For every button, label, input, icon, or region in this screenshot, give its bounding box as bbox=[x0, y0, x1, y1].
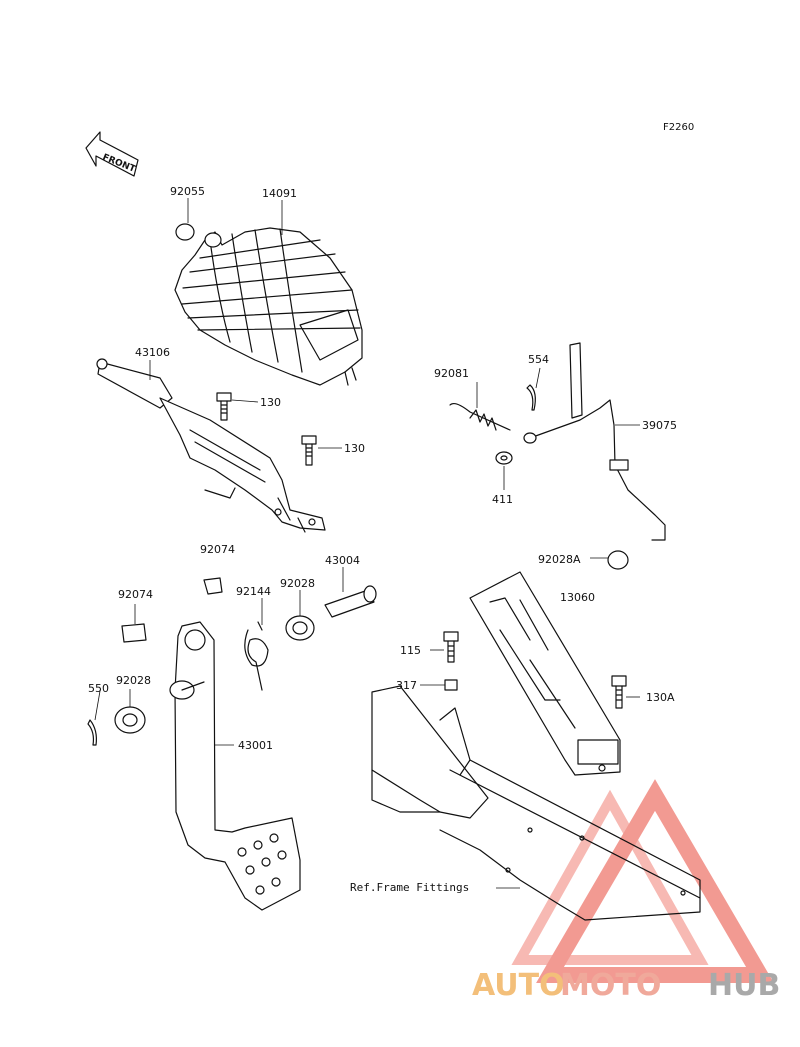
watermark-text: AUTO MOTO HUB bbox=[472, 968, 780, 1003]
part-bolt-130-lower bbox=[301, 435, 317, 466]
part-collar-92028-left bbox=[114, 706, 146, 734]
watermark-auto: AUTO bbox=[472, 968, 565, 1003]
label-550: 550 bbox=[88, 682, 109, 695]
label-92055: 92055 bbox=[170, 185, 205, 198]
watermark-moto: MOTO bbox=[560, 968, 661, 1003]
part-collar-92028A bbox=[607, 550, 629, 570]
label-130-upper: 130 bbox=[260, 396, 281, 409]
label-92028-left: 92028 bbox=[116, 674, 151, 687]
watermark-hub: HUB bbox=[708, 968, 780, 1003]
label-92074-upper: 92074 bbox=[200, 543, 235, 556]
label-92028-mid: 92028 bbox=[280, 577, 315, 590]
part-frame-reference bbox=[371, 685, 701, 921]
part-lever-bracket-43106 bbox=[96, 358, 326, 533]
part-washer-411 bbox=[495, 451, 513, 465]
part-pedal-plate-13060 bbox=[469, 571, 621, 776]
part-bolt-130A bbox=[611, 675, 627, 709]
label-130A: 130A bbox=[646, 691, 675, 704]
label-115: 115 bbox=[400, 644, 421, 657]
front-arrow-icon: FRONT bbox=[85, 131, 139, 177]
part-bolt-115 bbox=[443, 631, 459, 663]
leader-lines bbox=[94, 198, 640, 889]
part-boot-14091 bbox=[174, 227, 363, 386]
label-92074-left: 92074 bbox=[118, 588, 153, 601]
part-rod-39075 bbox=[523, 342, 666, 541]
label-130-lower: 130 bbox=[344, 442, 365, 455]
label-13060: 13060 bbox=[560, 591, 595, 604]
label-92144: 92144 bbox=[236, 585, 271, 598]
label-92081: 92081 bbox=[434, 367, 469, 380]
part-bolt-130-upper bbox=[216, 392, 232, 421]
part-spring-92081 bbox=[449, 402, 511, 431]
label-317: 317 bbox=[396, 679, 417, 692]
label-43004: 43004 bbox=[325, 554, 360, 567]
part-cotter-pin-550 bbox=[87, 719, 97, 746]
part-bushing-92074-upper bbox=[203, 577, 223, 595]
diagram-code: F2260 bbox=[663, 122, 694, 133]
label-411: 411 bbox=[492, 493, 513, 506]
part-bushing-92074-left bbox=[121, 623, 147, 643]
label-43106: 43106 bbox=[135, 346, 170, 359]
label-frame-reference: Ref.Frame Fittings bbox=[350, 881, 469, 894]
label-14091: 14091 bbox=[262, 187, 297, 200]
part-nut-317 bbox=[444, 679, 458, 691]
label-92028A: 92028A bbox=[538, 553, 581, 566]
label-554: 554 bbox=[528, 353, 549, 366]
watermark-logo bbox=[511, 779, 774, 983]
part-pedal-43001 bbox=[169, 621, 301, 911]
part-cotter-pin-554 bbox=[526, 384, 536, 411]
label-43001: 43001 bbox=[238, 739, 273, 752]
part-collar-92028-mid bbox=[285, 615, 315, 641]
label-39075: 39075 bbox=[642, 419, 677, 432]
part-pin-43004 bbox=[324, 585, 377, 618]
part-spring-92144 bbox=[244, 621, 269, 691]
part-o-ring-92055 bbox=[175, 223, 195, 241]
